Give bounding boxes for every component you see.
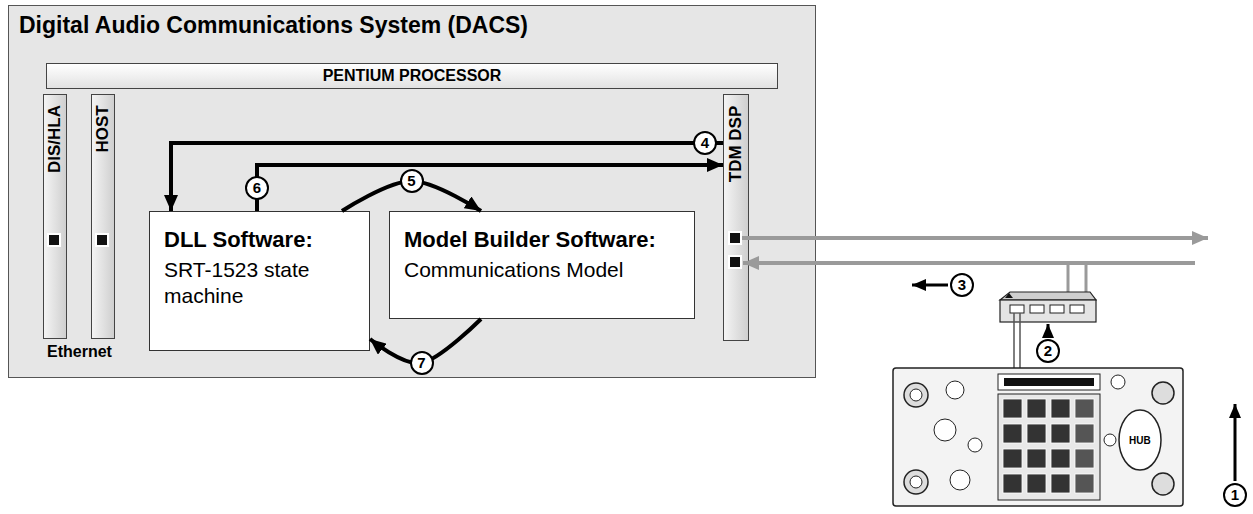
card-slot: HOST <box>91 94 115 339</box>
callout-arrow <box>1047 324 1050 338</box>
slot-label: DIS/HLA <box>45 105 65 173</box>
hub-top <box>1000 292 1096 300</box>
radio-knob <box>968 438 982 452</box>
callout-number: 2 <box>1036 339 1060 363</box>
software-box: Model Builder Software: Communications Mo… <box>389 211 695 319</box>
radio-wire <box>1013 313 1015 368</box>
keypad-key <box>1027 449 1046 468</box>
keypad-panel <box>998 394 1100 500</box>
keypad-key <box>1075 449 1094 468</box>
radio-handle <box>1119 410 1161 470</box>
signal-out-line <box>742 236 1208 240</box>
radio-display <box>1004 378 1094 386</box>
keypad <box>1003 399 1094 493</box>
hub-wire <box>1067 263 1070 300</box>
hub-port <box>1070 305 1084 313</box>
card-slot: DIS/HLA <box>43 94 67 339</box>
callout-number: 7 <box>410 351 434 375</box>
dsp-port <box>729 232 741 244</box>
radio-knob <box>934 419 956 441</box>
keypad-key <box>1027 424 1046 443</box>
callout-number: 3 <box>950 273 974 297</box>
radio-knob <box>1111 375 1125 389</box>
radio-connector <box>904 470 928 494</box>
hub-body <box>1000 300 1096 322</box>
card-slot: TDM DSP <box>723 94 749 341</box>
keypad-key <box>1003 474 1022 493</box>
software-box: DLL Software: SRT-1523 state machine <box>149 211 370 351</box>
processor-bar: PENTIUM PROCESSOR <box>46 63 778 89</box>
box-heading: DLL Software: <box>164 226 313 253</box>
radio-knob <box>950 470 970 490</box>
hub-port <box>1030 305 1044 313</box>
keypad-key <box>1075 424 1094 443</box>
flow-arrow <box>257 165 723 211</box>
box-body: Communications Model <box>404 257 680 283</box>
keypad-key <box>1027 399 1046 418</box>
radio-connector <box>910 389 922 401</box>
processor-label: PENTIUM PROCESSOR <box>47 64 777 87</box>
callout-number: 6 <box>245 176 269 200</box>
flow-arrow <box>171 143 723 211</box>
hub-port <box>1010 305 1024 313</box>
radio-knob <box>1104 434 1116 446</box>
callout-number: 4 <box>693 131 717 155</box>
radio-knob <box>946 381 964 399</box>
keypad-key <box>1051 424 1070 443</box>
keypad-key <box>1051 399 1070 418</box>
radio-wire <box>1019 313 1021 368</box>
radio-connector <box>1152 473 1174 495</box>
dsp-port <box>729 256 741 268</box>
callout-number: 1 <box>1223 483 1247 507</box>
hub-wire <box>1085 263 1088 300</box>
callout-arrow <box>912 284 948 287</box>
slot-label: HOST <box>93 105 113 152</box>
keypad-key <box>1003 399 1022 418</box>
radio-connector <box>910 476 922 488</box>
box-heading: Model Builder Software: <box>404 226 656 253</box>
slot-label: TDM DSP <box>726 105 746 182</box>
radio-display-frame <box>998 374 1100 390</box>
ethernet-port <box>48 234 60 246</box>
box-body: SRT-1523 state machine <box>164 257 355 309</box>
keypad-key <box>1003 449 1022 468</box>
signal-in-line <box>743 261 1195 265</box>
keypad-key <box>1051 474 1070 493</box>
bus-label: Ethernet <box>47 343 112 361</box>
radio-body <box>893 368 1183 506</box>
callout-number: 5 <box>400 169 424 193</box>
keypad-key <box>1027 474 1046 493</box>
keypad-key <box>1075 399 1094 418</box>
hub-indicator <box>1005 293 1013 298</box>
hub-port <box>1050 305 1064 313</box>
keypad-key <box>1075 474 1094 493</box>
device-label: HUB <box>1129 435 1151 446</box>
callout-arrow <box>1234 404 1237 481</box>
keypad-key <box>1003 424 1022 443</box>
radio-connector <box>1152 382 1174 404</box>
keypad-key <box>1051 449 1070 468</box>
panel-title: Digital Audio Communications System (DAC… <box>19 12 528 39</box>
ethernet-port <box>96 234 108 246</box>
radio-connector <box>904 383 928 407</box>
